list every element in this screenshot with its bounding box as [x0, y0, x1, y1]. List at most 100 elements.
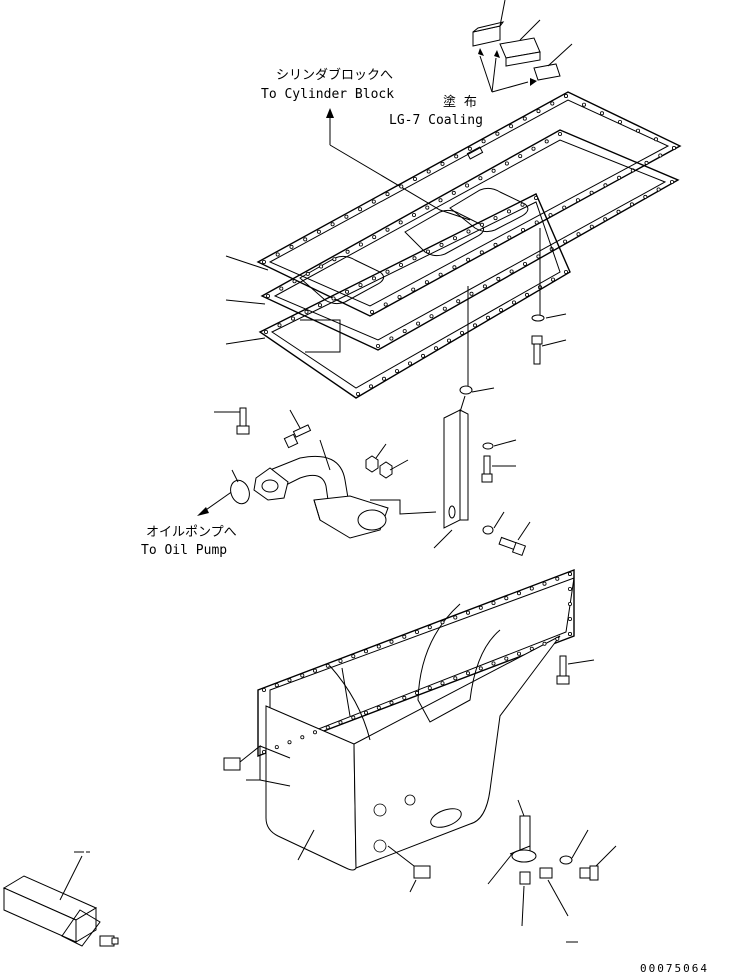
bolt-hole	[287, 740, 292, 745]
o-ring	[230, 479, 250, 505]
bolt-hole	[517, 591, 522, 596]
bolt-hole	[517, 651, 522, 656]
bolt-hole	[312, 730, 317, 735]
bolt-hole	[358, 207, 363, 212]
bolt-hole	[363, 710, 368, 715]
bolt-hole	[375, 343, 380, 348]
bolt-hole	[509, 269, 514, 274]
bolt-hole	[525, 292, 530, 297]
bolt	[283, 409, 312, 449]
bolt-hole	[412, 256, 417, 261]
bolt-hole	[398, 220, 403, 225]
leader-line	[297, 829, 315, 861]
bolt-hole	[274, 745, 279, 750]
bolt-hole	[481, 139, 486, 144]
bolt-hole	[261, 750, 266, 755]
bolt-hole	[376, 705, 381, 710]
bolt-hole	[289, 244, 294, 249]
bolt-hole	[261, 259, 266, 264]
bolt-hole	[383, 302, 388, 307]
bolt-hole	[485, 315, 490, 320]
bolt-hole	[550, 101, 555, 106]
bolt-hole	[303, 237, 308, 242]
bolt-hole	[317, 303, 322, 308]
bolt-hole	[479, 250, 484, 255]
drawing-number-label: 00075064	[640, 962, 709, 975]
gasket-bolt-holes	[261, 94, 677, 314]
to-oil-pump-jp-label: オイルポンプへ	[146, 525, 237, 540]
nut	[365, 443, 387, 473]
bolt-hole	[385, 227, 390, 232]
bolt-hole	[568, 617, 573, 622]
bolt-hole	[629, 202, 634, 207]
bolt-hole	[338, 720, 343, 725]
bolt-hole	[542, 641, 547, 646]
bolt-hole	[456, 299, 461, 304]
bolt-hole	[466, 229, 471, 234]
bolt-hole	[426, 169, 431, 174]
nut	[379, 459, 409, 479]
bolt-hole	[512, 300, 517, 305]
bolt-hole	[300, 735, 305, 740]
bolt-hole	[482, 284, 487, 289]
bolt-hole	[459, 330, 464, 335]
bolt-hole	[536, 109, 541, 114]
leader-line	[387, 845, 415, 867]
bolt-hole	[465, 671, 470, 676]
bolt-hole	[263, 329, 268, 334]
bolt-hole	[433, 346, 438, 351]
bolt-hole	[427, 625, 432, 630]
bolt-hole	[274, 683, 279, 688]
bolt-hole	[479, 222, 484, 227]
bolt-hole	[568, 587, 573, 592]
bolt-hole	[618, 120, 623, 125]
bracket-hardware	[481, 439, 531, 557]
middle-plate	[260, 129, 680, 351]
bolt-hole	[544, 139, 549, 144]
seal-plate-2	[499, 37, 541, 67]
bolt-hole	[466, 257, 471, 262]
bolt-hole	[358, 283, 363, 288]
bolt-hole	[402, 329, 407, 334]
bolt-hole	[568, 602, 573, 607]
bolt-hole	[300, 673, 305, 678]
bolt-hole	[358, 242, 363, 247]
bolt-hole	[345, 249, 350, 254]
bolt-hole	[670, 179, 675, 184]
bolt-hole	[589, 224, 594, 229]
bolt-hole	[381, 376, 386, 381]
bolt-hole	[397, 295, 402, 300]
bolt-hole	[495, 131, 500, 136]
bolt-hole	[506, 209, 511, 214]
bolt-hole	[542, 581, 547, 586]
bolt-hole	[493, 242, 498, 247]
bolt-hole	[491, 168, 496, 173]
bolt-hole	[575, 198, 580, 203]
bolt-hole	[654, 137, 659, 142]
bolt-hole	[658, 153, 663, 158]
bolt-hole	[316, 229, 321, 234]
bolt-hole	[371, 199, 376, 204]
cylinder-block-arrow	[326, 108, 471, 221]
bolt-hole	[521, 227, 526, 232]
bolt-hole	[398, 262, 403, 267]
bolt-hole	[304, 309, 309, 314]
leader-line	[519, 19, 541, 41]
bolt-hole	[531, 146, 536, 151]
leader-line	[225, 299, 266, 305]
bolt	[214, 407, 250, 435]
cover-assembly	[487, 799, 617, 927]
bolt-hole	[523, 261, 528, 266]
bolt-hole	[589, 190, 594, 195]
bolt-hole	[452, 265, 457, 270]
oil-pan-flange-holes	[261, 572, 573, 755]
bolt-hole	[371, 276, 376, 281]
bolt-hole	[498, 308, 503, 313]
suction-pipe	[253, 439, 389, 539]
seal-plate-parts	[472, 0, 573, 93]
bolt-hole	[617, 175, 622, 180]
bolt-hole	[439, 242, 444, 247]
bolt-hole	[344, 289, 349, 294]
bolt-hole	[261, 688, 266, 693]
